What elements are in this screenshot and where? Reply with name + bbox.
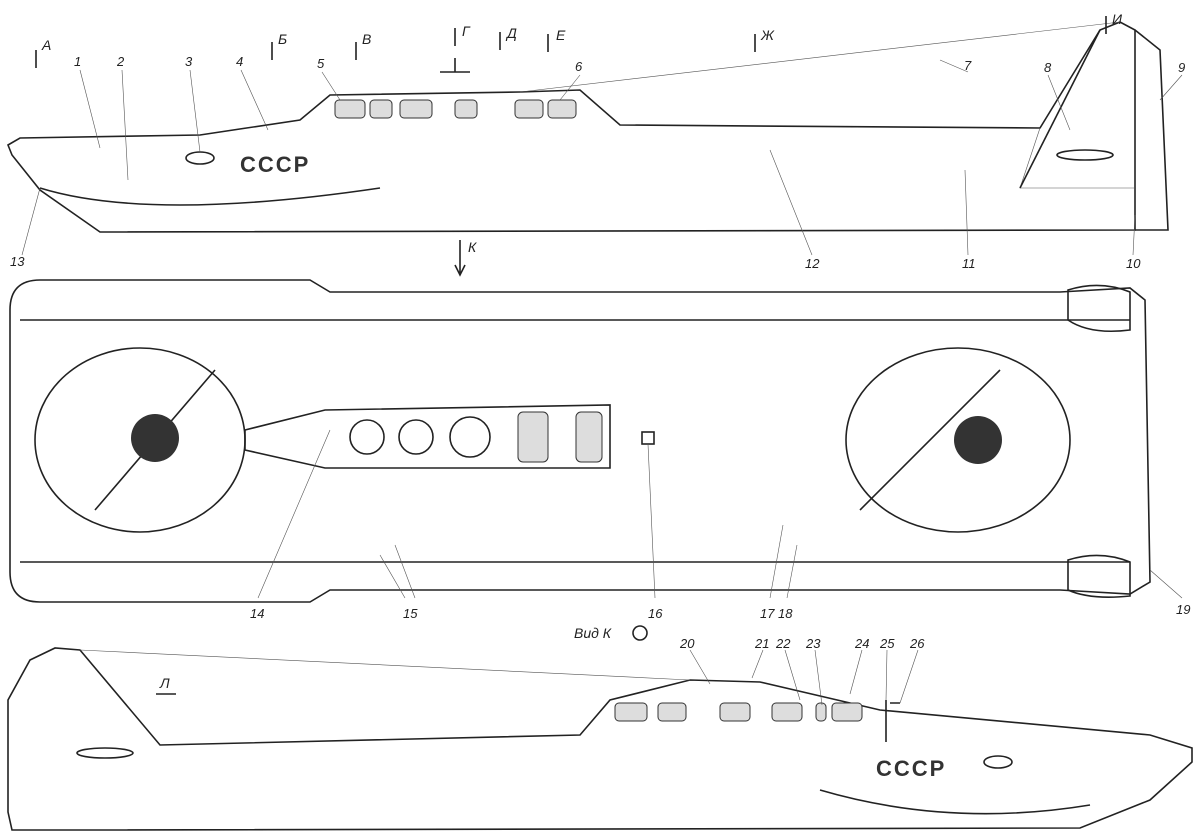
view-k-circle <box>632 625 648 641</box>
label-23: 23 <box>805 636 821 651</box>
antenna-wire-bottom <box>79 649 691 681</box>
callouts-plan: 14 15 16 17 18 19 <box>250 429 1190 621</box>
label-А: А <box>41 37 51 53</box>
skirt-top <box>39 187 381 206</box>
label-Б: Б <box>278 31 287 47</box>
label-12: 12 <box>805 256 820 271</box>
label-9: 9 <box>1178 60 1185 75</box>
label-Г: Г <box>462 23 471 39</box>
rudder-top <box>1134 29 1169 231</box>
label-15: 15 <box>403 606 418 621</box>
side-rails <box>20 319 1130 563</box>
side-view-bottom: СССР Л <box>7 647 1193 831</box>
rudders-plan <box>1067 284 1131 598</box>
hull-marking-bottom: СССР <box>876 756 946 781</box>
plan-cabin <box>244 404 611 469</box>
plan-view: К <box>9 239 1151 603</box>
engine-right <box>954 416 1002 464</box>
label-8: 8 <box>1044 60 1052 75</box>
label-25: 25 <box>879 636 895 651</box>
label-22: 22 <box>775 636 791 651</box>
label-24: 24 <box>854 636 869 651</box>
callouts-top: 1 2 3 4 5 6 7 8 9 10 11 12 13 <box>10 54 1185 271</box>
label-7: 7 <box>964 58 972 73</box>
hull-marking-top: СССР <box>240 152 310 177</box>
antenna-wire-top <box>519 21 1121 93</box>
label-И: И <box>1112 11 1123 27</box>
engine-left <box>131 414 179 462</box>
label-21: 21 <box>754 636 769 651</box>
mast-bottom <box>885 700 900 742</box>
label-Ж: Ж <box>760 27 775 43</box>
label-6: 6 <box>575 59 583 74</box>
label-5: 5 <box>317 56 325 71</box>
label-К: К <box>468 239 477 255</box>
section-marks: А Б В Г Д Е Ж И <box>35 11 1123 68</box>
label-18: 18 <box>778 606 793 621</box>
label-11: 11 <box>962 256 976 271</box>
side-view-top: СССР <box>7 21 1169 233</box>
label-1: 1 <box>74 54 81 69</box>
label-Е: Е <box>556 27 566 43</box>
cabin-windows-top <box>334 99 577 119</box>
label-16: 16 <box>648 606 663 621</box>
label-26: 26 <box>909 636 925 651</box>
view-k-arrow <box>454 240 466 277</box>
hull-outline-bottom <box>7 647 1193 831</box>
label-3: 3 <box>185 54 193 69</box>
label-Д: Д <box>505 25 517 41</box>
label-2: 2 <box>116 54 125 69</box>
label-14: 14 <box>250 606 264 621</box>
propeller-duct-right <box>845 347 1071 533</box>
label-4: 4 <box>236 54 243 69</box>
callouts-bottom: 20 21 22 23 24 25 26 <box>679 636 925 706</box>
label-Л: Л <box>159 675 170 691</box>
label-17: 17 <box>760 606 775 621</box>
label-13: 13 <box>10 254 25 269</box>
view-k-label: Вид К <box>574 625 612 641</box>
label-19: 19 <box>1176 602 1190 617</box>
label-В: В <box>362 31 371 47</box>
label-20: 20 <box>679 636 695 651</box>
plan-hull-outline <box>9 279 1151 603</box>
skirt-bottom <box>819 789 1091 815</box>
gun-mount-top <box>440 58 470 73</box>
cabin-windows-bottom <box>614 702 863 722</box>
label-10: 10 <box>1126 256 1141 271</box>
fin-leading-edge-top <box>1019 29 1101 189</box>
